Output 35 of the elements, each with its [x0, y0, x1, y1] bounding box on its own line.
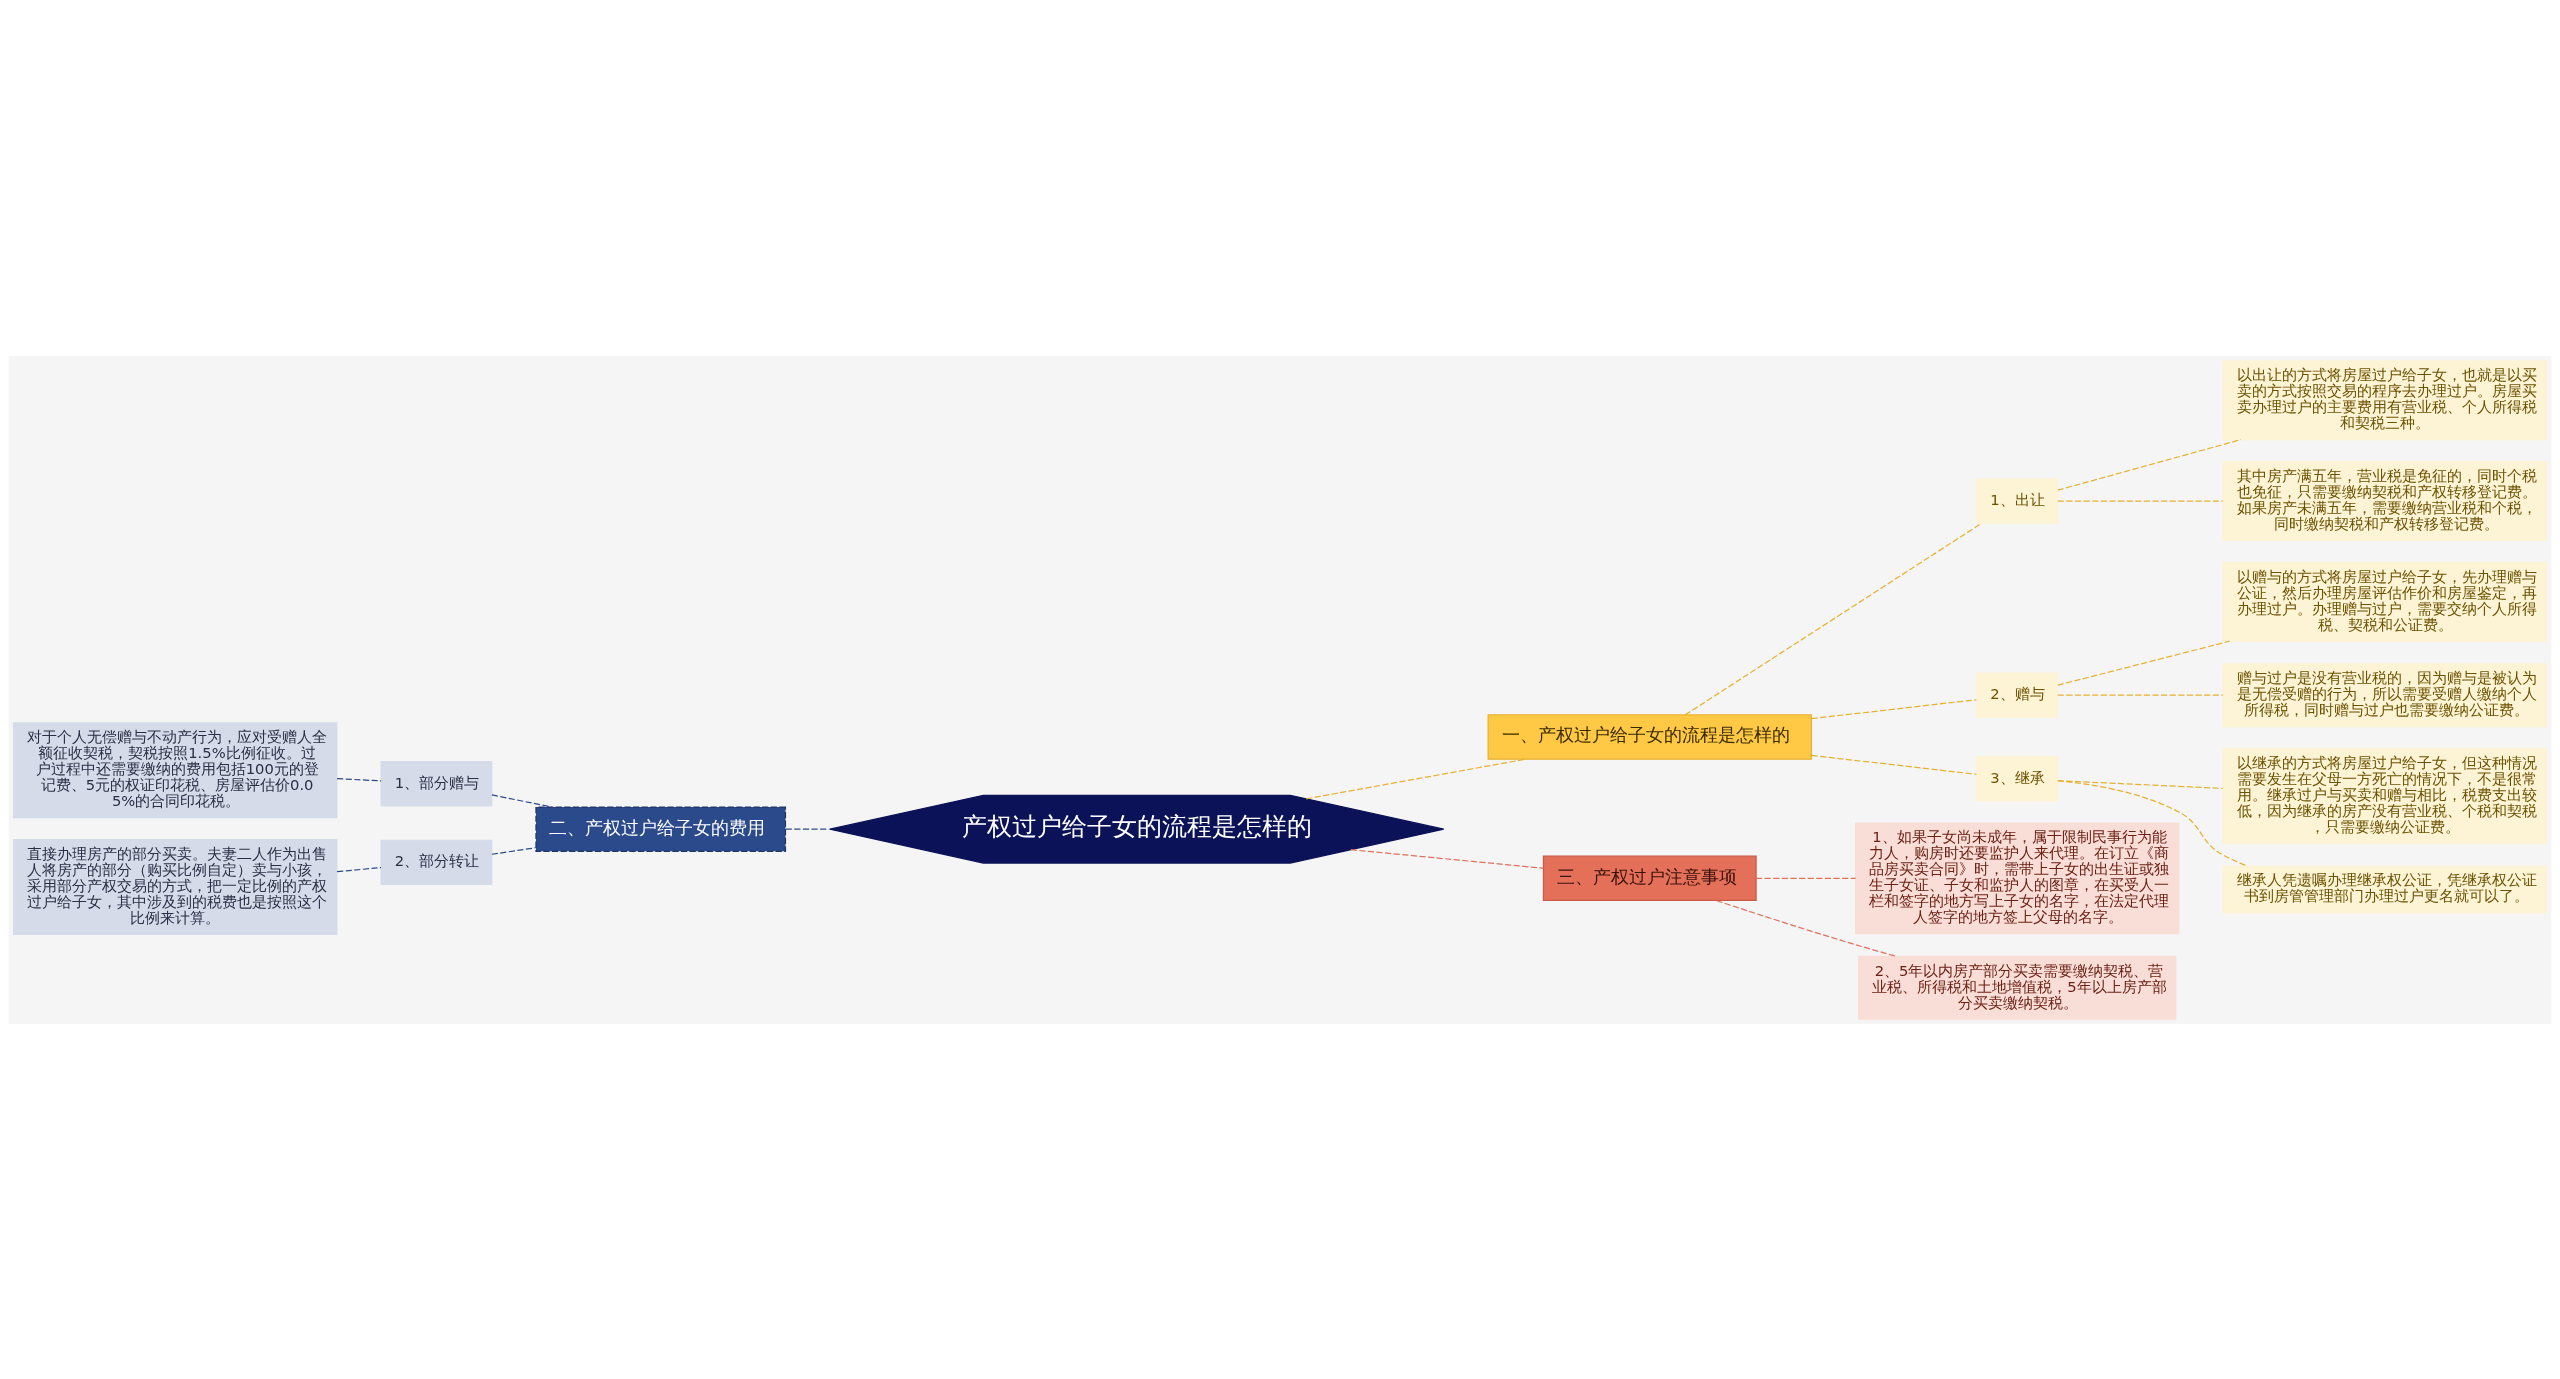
node-box: 直接办理房产的部分买卖。夫妻二人作为出售人将房产的部分（购买比例自定）卖与小孩，采用部分产权交易的方式，把一定比例的产权过户给子女，其中涉及到的税费也是按照这个比例来计算。: [13, 838, 338, 935]
connector: [1716, 899, 1897, 957]
node-box: 二、产权过户给子女的费用: [535, 805, 787, 852]
node-box: 三、产权过户注意事项: [1542, 855, 1757, 901]
node-box: 2、赠与: [1976, 672, 2059, 718]
node-box: 2、5年以内房产部分买卖需要缴纳契税、营业税、所得税和土地增值税，5年以上房产部分买卖缴纳契税。: [1858, 955, 2177, 1020]
connector: [2057, 499, 2224, 502]
connector: [1811, 754, 1978, 775]
node-box: 一、产权过户给子女的流程是怎样的: [1487, 713, 1812, 760]
node-box: 对于个人无偿赠与不动产行为，应对受赠人全额征收契税，契税按照1.5%比例征收。过户过程中还需要缴纳的费用包括100元的登记费、5元的权证印花税、房屋评估价0.05%的合同印花税。: [13, 721, 338, 818]
connector: [1811, 698, 1978, 719]
connector: [2057, 779, 2249, 867]
connector: [2057, 438, 2242, 491]
connector: [2057, 640, 2231, 686]
connector: [1350, 848, 1545, 869]
connector: [1755, 877, 1857, 879]
connector: [785, 828, 831, 830]
connector: [491, 793, 553, 808]
node-box: 1、部分赠与: [380, 760, 493, 806]
connector: [491, 846, 537, 855]
connector: [336, 777, 382, 781]
node-box: 以出让的方式将房屋过户给子女，也就是以买卖的方式按照交易的程序去办理过户。房屋买卖办理过户的主要费用有营业税、个人所得税和契税三种。: [2222, 359, 2547, 440]
connector: [2057, 694, 2224, 696]
node-box: 2、部分转让: [380, 839, 493, 885]
node-box: 以继承的方式将房屋过户给子女，但这种情况需要发生在父母一方死亡的情况下，不是很常用。继承过户与买卖和赠与相比，税费支出较低，因为继承的房产没有营业税、个税和契税，只需要缴纳公证费。: [2222, 747, 2547, 844]
node-box: 其中房产满五年，营业税是免征的，同时个税也免征，只需要缴纳契税和产权转移登记费。如果房产未满五年，需要缴纳营业税和个税，同时缴纳契税和产权转移登记费。: [2222, 460, 2547, 541]
node-box: 赠与过户是没有营业税的，因为赠与是被认为是无偿受赠的行为，所以需要受赠人缴纳个人所得税，同时赠与过户也需要缴纳公证费。: [2222, 662, 2547, 727]
node-box: 继承人凭遗嘱办理继承权公证，凭继承权公证书到房管管理部门办理过户更名就可以了。: [2222, 864, 2547, 913]
node-box: 1、如果子女尚未成年，属于限制民事行为能力人，购房时还要监护人来代理。在订立《商品房买卖合同》时，需带上子女的出生证或独生子女证、子女和监护人的图章，在买受人一栏和签字的地方写上子女的名字，在法定代理人签字的地方签上父母的名字。: [1855, 821, 2180, 934]
connector: [1305, 758, 1527, 799]
node-box: 3、继承: [1976, 755, 2059, 802]
node-box: 1、出让: [1976, 477, 2059, 524]
connector: [336, 866, 382, 872]
connector: [1684, 522, 1983, 715]
node-box: 以赠与的方式将房屋过户给子女，先办理赠与公证，然后办理房屋评估作价和房屋鉴定，再办理过户。办理赠与过户，需要交纳个人所得税、契税和公证费。: [2222, 561, 2547, 642]
